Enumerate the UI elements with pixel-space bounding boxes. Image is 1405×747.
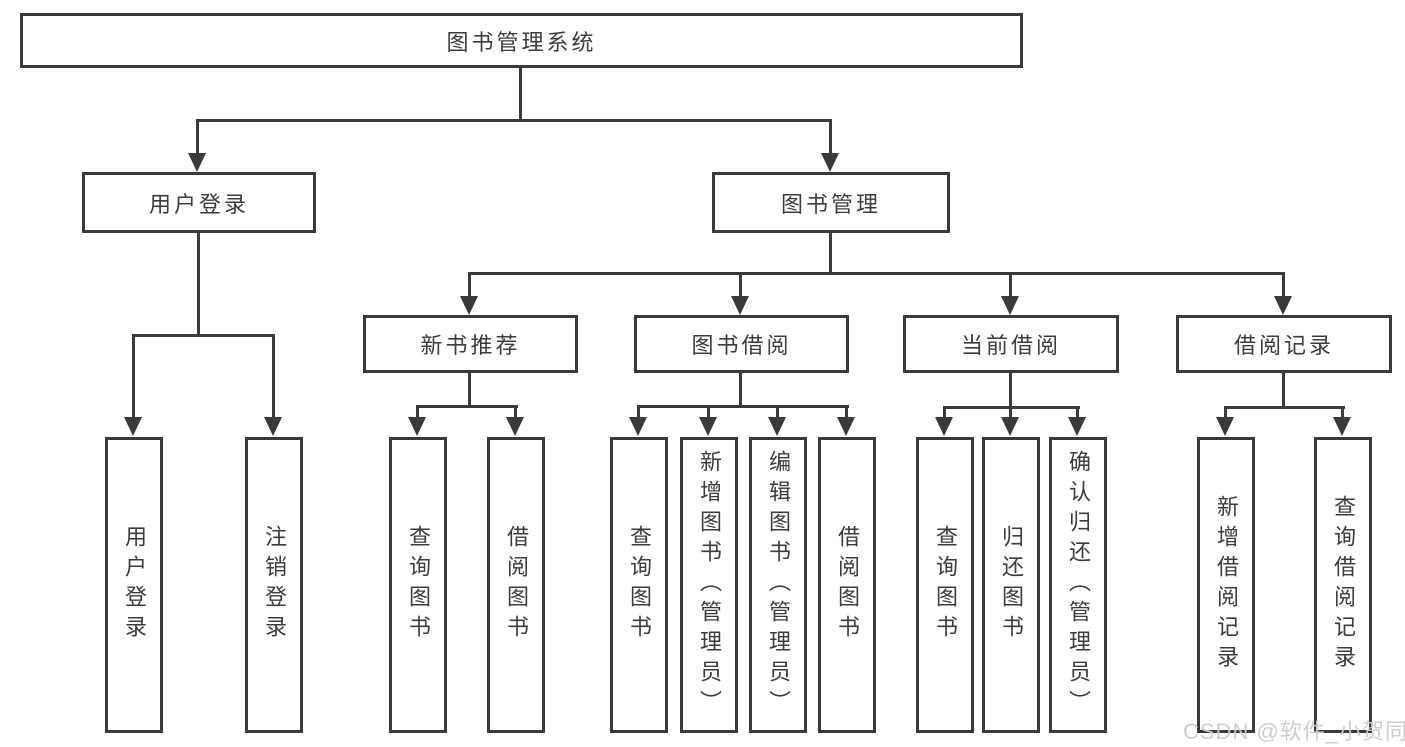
node-label: 确认归还（管理员） [1066, 450, 1091, 720]
connector-line [416, 405, 419, 419]
connector-line [1341, 406, 1344, 419]
node-label: 归还图书 [999, 525, 1024, 645]
arrow-down-icon [768, 417, 786, 436]
node-label: 编辑图书（管理员） [766, 450, 791, 720]
connector-line [1224, 406, 1227, 419]
connector-line [196, 119, 832, 122]
leaf-records-query-record: 查询借阅记录 [1314, 437, 1372, 733]
arrow-down-icon [408, 417, 426, 436]
leaf-borrow-query-books: 查询图书 [610, 437, 668, 733]
leaf-borrow-edit-books-admin: 编辑图书（管理员） [749, 437, 807, 733]
node-label: 图书借阅 [691, 333, 792, 358]
leaf-borrow-add-books-admin: 新增图书（管理员） [680, 437, 738, 733]
connector-line [707, 405, 710, 419]
node-book-borrowing: 图书借阅 [634, 315, 849, 373]
arrow-down-icon [731, 296, 749, 315]
node-label: 借阅记录 [1233, 333, 1334, 358]
node-book-management-branch: 图书管理 [712, 172, 950, 233]
node-label: 新增借阅记录 [1214, 495, 1239, 675]
leaf-recommend-query-books: 查询图书 [389, 437, 447, 733]
node-label: 查询图书 [627, 525, 652, 645]
connector-line [943, 406, 946, 419]
leaf-current-confirm-return-admin: 确认归还（管理员） [1049, 437, 1107, 733]
connector-line [739, 373, 742, 407]
node-label: 注销登录 [262, 525, 287, 645]
connector-line [1076, 406, 1079, 419]
node-label: 借阅图书 [504, 525, 529, 645]
node-label: 用户登录 [148, 191, 249, 217]
connector-line [637, 405, 849, 408]
connector-line [272, 334, 275, 419]
connector-line [776, 405, 779, 419]
arrow-down-icon [264, 417, 282, 436]
connector-line [468, 272, 471, 299]
arrow-down-icon [460, 296, 478, 315]
arrow-down-icon [1333, 417, 1351, 436]
connector-line [1224, 406, 1345, 409]
leaf-borrow-borrow-books: 借阅图书 [818, 437, 876, 733]
arrow-down-icon [837, 417, 855, 436]
node-new-book-recommend: 新书推荐 [363, 315, 578, 373]
node-current-borrowing: 当前借阅 [903, 315, 1119, 373]
connector-line [196, 119, 199, 156]
arrow-down-icon [821, 153, 839, 172]
connector-line [829, 233, 832, 274]
connector-line [739, 272, 742, 299]
arrow-down-icon [1216, 417, 1234, 436]
connector-line [1009, 272, 1012, 299]
node-label: 图书管理 [780, 191, 881, 217]
arrow-down-icon [1068, 417, 1086, 436]
arrow-down-icon [629, 417, 647, 436]
arrow-down-icon [699, 417, 717, 436]
node-borrowing-records: 借阅记录 [1176, 315, 1392, 373]
arrow-down-icon [188, 153, 206, 172]
leaf-recommend-borrow-books: 借阅图书 [487, 437, 545, 733]
arrow-down-icon [506, 417, 524, 436]
node-label: 当前借阅 [960, 333, 1061, 358]
csdn-watermark: CSDN @软件_小贺同学 [1183, 719, 1405, 744]
connector-line [1009, 406, 1012, 419]
connector-line [416, 405, 518, 408]
node-label: 查询图书 [933, 525, 958, 645]
connector-line [829, 119, 832, 156]
connector-line [468, 272, 1285, 275]
node-root-library-system: 图书管理系统 [20, 13, 1023, 68]
leaf-records-add-record: 新增借阅记录 [1197, 437, 1255, 733]
connector-line [132, 334, 275, 337]
connector-line [637, 405, 640, 419]
leaf-logout: 注销登录 [245, 437, 303, 733]
connector-line [132, 334, 135, 419]
arrow-down-icon [935, 417, 953, 436]
node-user-login-branch: 用户登录 [82, 172, 316, 233]
node-label: 图书管理系统 [446, 29, 597, 55]
connector-line [1009, 373, 1012, 408]
connector-line [1282, 272, 1285, 299]
arrow-down-icon [1274, 296, 1292, 315]
connector-line [197, 233, 200, 336]
node-label: 新增图书（管理员） [697, 450, 722, 720]
node-label: 查询图书 [406, 525, 431, 645]
connector-line [1282, 373, 1285, 408]
node-label: 新书推荐 [420, 333, 521, 358]
node-label: 用户登录 [122, 525, 147, 645]
arrow-down-icon [1001, 417, 1019, 436]
leaf-current-query-books: 查询图书 [916, 437, 974, 733]
arrow-down-icon [1001, 296, 1019, 315]
node-label: 借阅图书 [835, 525, 860, 645]
connector-line [468, 373, 471, 407]
leaf-user-login: 用户登录 [105, 437, 163, 733]
node-label: 查询借阅记录 [1331, 495, 1356, 675]
connector-line [845, 405, 848, 419]
arrow-down-icon [124, 417, 142, 436]
leaf-current-return-books: 归还图书 [982, 437, 1040, 733]
connector-line [519, 68, 522, 120]
connector-line [514, 405, 517, 419]
